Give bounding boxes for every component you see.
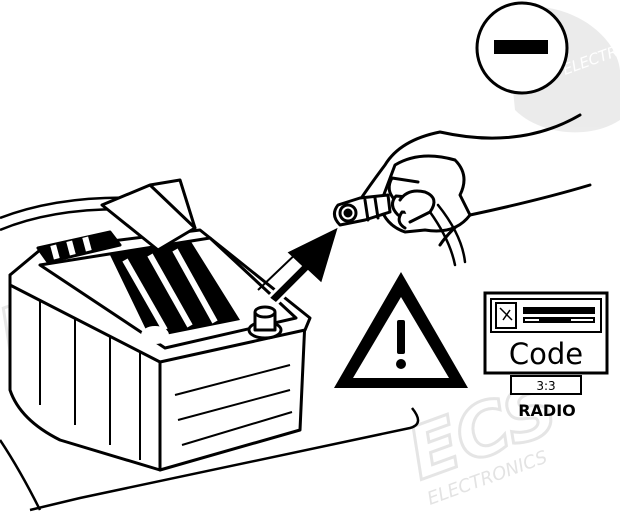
car-battery [0, 180, 418, 510]
radio-unit-icon [491, 299, 601, 332]
radio-code-label: Code [509, 337, 583, 371]
code-counter-value: 3:3 [536, 379, 555, 393]
hand-holding-terminal [334, 115, 590, 265]
negative-terminal-icon [477, 3, 567, 93]
warning-icon [334, 272, 468, 388]
radio-caption: RADIO [518, 401, 576, 420]
